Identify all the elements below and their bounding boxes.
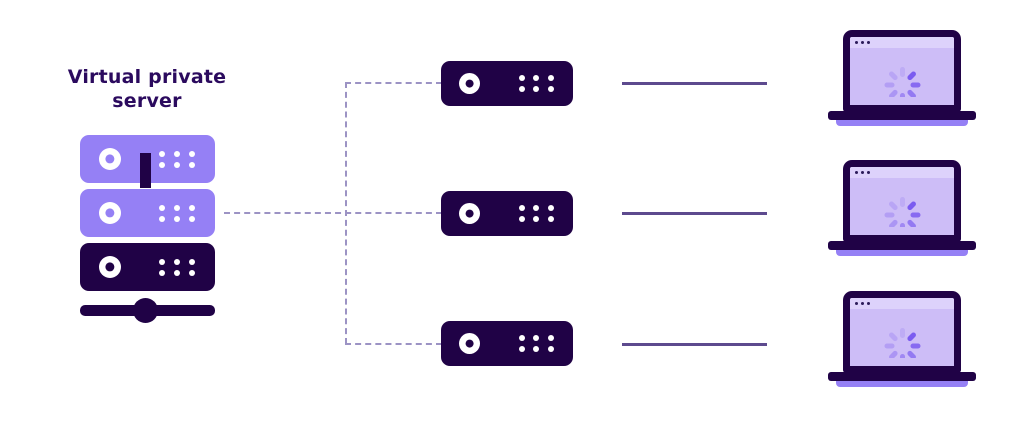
page-title: Virtual private server (67, 66, 227, 112)
dashed-spine-vertical (345, 82, 347, 344)
browser-title-bar (850, 37, 954, 48)
browser-dot-icon (861, 41, 864, 44)
laptop-base-shadow (836, 119, 968, 126)
power-ring-icon (459, 73, 480, 94)
loading-spinner-icon (884, 328, 920, 364)
spinner-segment (899, 328, 905, 338)
vps-stack (80, 135, 215, 320)
led-dots-icon (515, 73, 558, 94)
network-node (133, 298, 158, 323)
screen-notch (885, 97, 919, 105)
power-ring-icon (99, 202, 121, 224)
spinner-segment (905, 331, 917, 343)
spinner-segment (910, 212, 920, 218)
spinner-segment (905, 70, 917, 82)
screen-notch (885, 358, 919, 366)
browser-dot-icon (867, 302, 870, 305)
spinner-segment (887, 70, 899, 82)
browser-dot-icon (867, 41, 870, 44)
spinner-segment (905, 200, 917, 212)
laptop-base (828, 372, 976, 381)
laptop-base (828, 241, 976, 250)
vps-unit-3 (80, 243, 215, 291)
dashed-branch-top (345, 82, 442, 84)
loading-spinner-icon (884, 197, 920, 233)
spinner-segment (884, 212, 894, 218)
network-stem (140, 153, 151, 188)
laptop-screen (843, 291, 961, 373)
browser-title-bar (850, 298, 954, 309)
dashed-branch-bottom (345, 343, 442, 345)
screen-notch (885, 227, 919, 235)
virtual-server-2 (441, 191, 573, 236)
laptop-screen (843, 30, 961, 112)
spinner-segment (910, 82, 920, 88)
power-ring-icon (99, 148, 121, 170)
client-laptop-3 (828, 291, 976, 391)
spinner-segment (887, 200, 899, 212)
laptop-base-shadow (836, 249, 968, 256)
laptop-base (828, 111, 976, 120)
browser-dot-icon (855, 302, 858, 305)
browser-dot-icon (855, 41, 858, 44)
link-server-2-to-laptop-2 (622, 212, 767, 215)
loading-spinner-icon (884, 67, 920, 103)
vps-unit-2 (80, 189, 215, 237)
browser-dot-icon (855, 171, 858, 174)
spinner-segment (887, 331, 899, 343)
browser-title-bar (850, 167, 954, 178)
led-dots-icon (155, 202, 199, 224)
virtual-server-1 (441, 61, 573, 106)
power-ring-icon (459, 333, 480, 354)
client-laptop-2 (828, 160, 976, 260)
power-ring-icon (99, 256, 121, 278)
led-dots-icon (155, 256, 199, 278)
browser-dot-icon (861, 171, 864, 174)
led-dots-icon (515, 333, 558, 354)
led-dots-icon (515, 203, 558, 224)
spinner-segment (884, 343, 894, 349)
virtual-server-3 (441, 321, 573, 366)
client-laptop-1 (828, 30, 976, 130)
link-server-1-to-laptop-1 (622, 82, 767, 85)
spinner-segment (899, 67, 905, 77)
laptop-screen (843, 160, 961, 242)
browser-dot-icon (861, 302, 864, 305)
power-ring-icon (459, 203, 480, 224)
link-server-3-to-laptop-3 (622, 343, 767, 346)
spinner-segment (899, 197, 905, 207)
dashed-trunk-horizontal (224, 212, 442, 214)
spinner-segment (884, 82, 894, 88)
browser-dot-icon (867, 171, 870, 174)
led-dots-icon (155, 148, 199, 170)
spinner-segment (910, 343, 920, 349)
laptop-base-shadow (836, 380, 968, 387)
